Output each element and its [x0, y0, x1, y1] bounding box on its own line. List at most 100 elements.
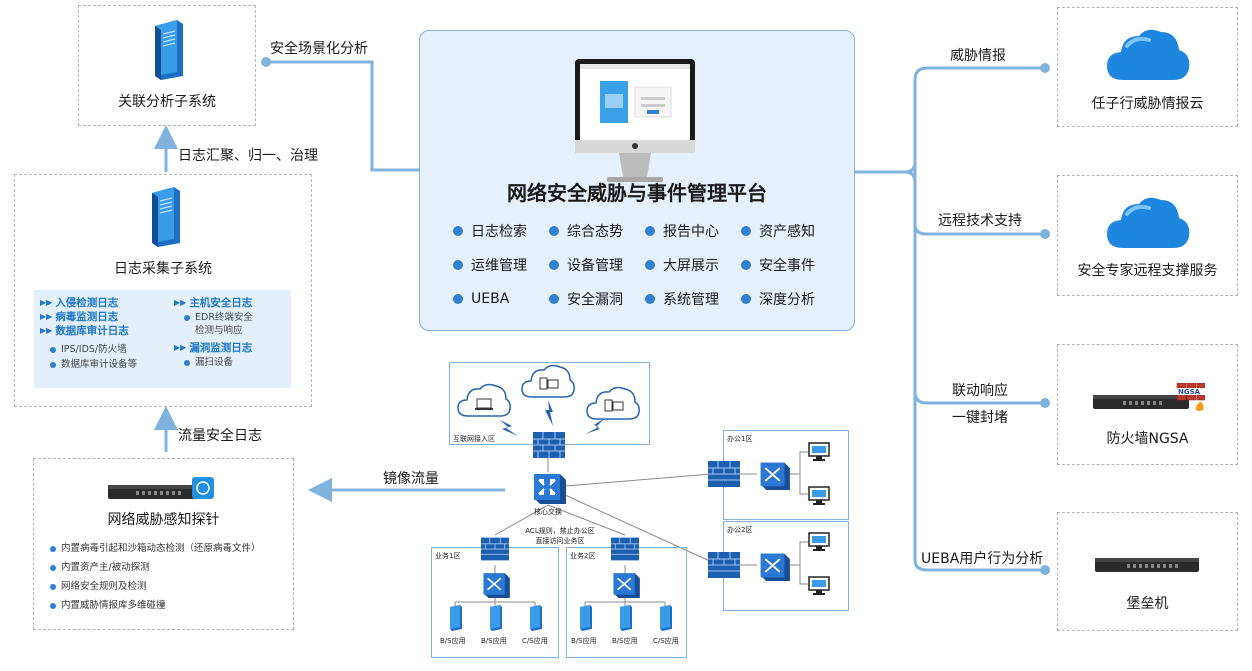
biz-zone-2-label: 业务2区: [570, 552, 596, 560]
probe-device-icon: [106, 477, 216, 507]
probe-title: 网络威胁感知探针: [107, 512, 220, 528]
log-type-item: ▶▶主机安全日志: [174, 297, 253, 309]
expert-service-box: 安全专家远程支撑服务: [1057, 175, 1238, 296]
firewall-brick-icon: [708, 551, 740, 583]
platform-feature: 大屏展示: [645, 255, 741, 275]
firewall-title: 防火墙NGSA: [1106, 431, 1189, 447]
platform-feature: 深度分析: [741, 289, 837, 309]
log-collection-box: 日志采集子系统 ▶▶入侵检测日志 ▶▶病毒监测日志 ▶▶数据库审计日志 IPS/…: [14, 174, 312, 407]
bastion-title: 堡垒机: [1126, 596, 1169, 612]
platform-feature-grid: 日志检索 综合态势 报告中心 资产感知 运维管理 设备管理 大屏展示 安全事件 …: [453, 221, 833, 309]
platform-feature: UEBA: [453, 289, 549, 309]
server-small-icon: [448, 605, 462, 635]
bastion-box: 堡垒机: [1057, 512, 1238, 631]
office-zone-1-label: 办公1区: [727, 435, 753, 443]
pc-icon: [808, 532, 830, 556]
switch-icon: [757, 550, 790, 585]
one-click-block-label: 一键封堵: [952, 410, 1008, 426]
server-small-icon: [658, 605, 672, 635]
cloud-outline-icon: [585, 385, 641, 425]
scenario-analysis-label: 安全场景化分析: [270, 41, 368, 57]
switch-icon: [480, 570, 510, 602]
double-arrow-icon: ▶▶: [40, 312, 53, 321]
server-label: C/S应用: [522, 637, 548, 645]
ngsa-badge: NGSA: [1178, 388, 1201, 396]
traffic-log-label: 流量安全日志: [178, 428, 262, 444]
biz-zone-1-label: 业务1区: [435, 552, 461, 560]
server-small-icon: [578, 605, 592, 635]
pc-icon: [808, 576, 830, 600]
server-label: C/S应用: [653, 637, 679, 645]
cloud-outline-icon: [456, 382, 512, 422]
log-source-panel-right: ▶▶主机安全日志 EDR终端安全 检测与响应 ▶▶漏洞监测日志 漏扫设备: [168, 290, 291, 388]
switch-icon: [757, 459, 790, 494]
device-bullet: 数据库审计设备等: [50, 357, 137, 372]
ueba-label: UEBA用户行为分析: [921, 551, 1044, 567]
probe-feature: 内置病毒引起和沙箱动态检测（还原病毒文件）: [50, 539, 261, 558]
platform-title: 网络安全威胁与事件管理平台: [507, 181, 767, 205]
platform-feature: 安全漏洞: [549, 289, 645, 309]
probe-feature: 内置资产主/被动探测: [50, 558, 261, 577]
platform-feature: 资产感知: [741, 221, 837, 241]
threat-intel-cloud-title: 任子行威胁情报云: [1091, 96, 1204, 112]
office-zone-2-label: 办公2区: [727, 526, 753, 534]
double-arrow-icon: ▶▶: [174, 343, 187, 352]
server-label: B/S应用: [440, 637, 466, 645]
platform-feature: 综合态势: [549, 221, 645, 241]
switch-icon: [610, 570, 640, 602]
server-small-icon: [618, 605, 632, 635]
monitor-icon: [575, 59, 695, 189]
platform-feature: 安全事件: [741, 255, 837, 275]
correlation-title: 关联分析子系统: [118, 94, 216, 110]
double-arrow-icon: ▶▶: [174, 298, 187, 307]
platform-feature: 报告中心: [645, 221, 741, 241]
pc-icon: [808, 442, 830, 466]
probe-feature: 网络安全规则及检测: [50, 577, 261, 596]
double-arrow-icon: ▶▶: [40, 326, 53, 335]
firewall-brick-icon: [708, 460, 740, 492]
threat-intel-label: 威胁情报: [950, 48, 1006, 64]
platform-feature: 日志检索: [453, 221, 549, 241]
internet-zone-label: 互联网接入区: [453, 435, 495, 443]
server-icon: [149, 20, 183, 84]
firewall-box: NGSA 防火墙NGSA: [1057, 344, 1238, 465]
cloud-icon: [1105, 194, 1191, 254]
remote-support-label: 远程技术支持: [938, 213, 1022, 229]
acl-note: ACL规则，禁止办公区 直接访问业务区: [525, 527, 595, 545]
cloud-icon: [1105, 26, 1191, 86]
firewall-brick-icon: [533, 432, 565, 462]
server-icon: [146, 187, 180, 251]
server-label: B/S应用: [612, 637, 638, 645]
threat-intel-cloud-box: 任子行威胁情报云: [1057, 7, 1238, 127]
platform-feature: 系统管理: [645, 289, 741, 309]
platform-feature: 运维管理: [453, 255, 549, 275]
device-bullet-cont: 检测与响应: [195, 325, 243, 336]
device-bullet: 漏扫设备: [184, 355, 253, 370]
log-type-item: ▶▶入侵检测日志: [40, 297, 119, 309]
log-source-panel-left: ▶▶入侵检测日志 ▶▶病毒监测日志 ▶▶数据库审计日志 IPS/IDS/防火墙 …: [34, 290, 170, 388]
server-small-icon: [528, 605, 542, 635]
log-collection-title: 日志采集子系统: [114, 261, 212, 277]
device-bullet: EDR终端安全: [184, 310, 253, 325]
pc-icon: [808, 486, 830, 510]
device-bullet: IPS/IDS/防火墙: [50, 342, 137, 357]
server-label: B/S应用: [481, 637, 507, 645]
threat-probe-box: 网络威胁感知探针 内置病毒引起和沙箱动态检测（还原病毒文件） 内置资产主/被动探…: [33, 458, 294, 630]
firewall-device-icon: [1093, 382, 1206, 417]
mirror-traffic-label: 镜像流量: [383, 471, 439, 487]
log-type-item: ▶▶病毒监测日志: [40, 311, 119, 323]
aggregate-label: 日志汇聚、归一、治理: [178, 148, 318, 164]
server-label: B/S应用: [571, 637, 597, 645]
platform-feature: 设备管理: [549, 255, 645, 275]
core-switch-label: 核心交换: [534, 508, 562, 516]
firewall-brick-icon: [611, 535, 639, 567]
probe-feature: 内置威胁情报库多维碰撞: [50, 596, 261, 615]
expert-service-title: 安全专家远程支撑服务: [1077, 263, 1218, 279]
core-switch-icon: [530, 470, 566, 508]
cloud-outline-icon: [520, 363, 576, 403]
firewall-brick-icon: [481, 535, 509, 567]
log-type-item: ▶▶漏洞监测日志: [174, 342, 253, 354]
server-small-icon: [488, 605, 502, 635]
double-arrow-icon: ▶▶: [40, 298, 53, 307]
